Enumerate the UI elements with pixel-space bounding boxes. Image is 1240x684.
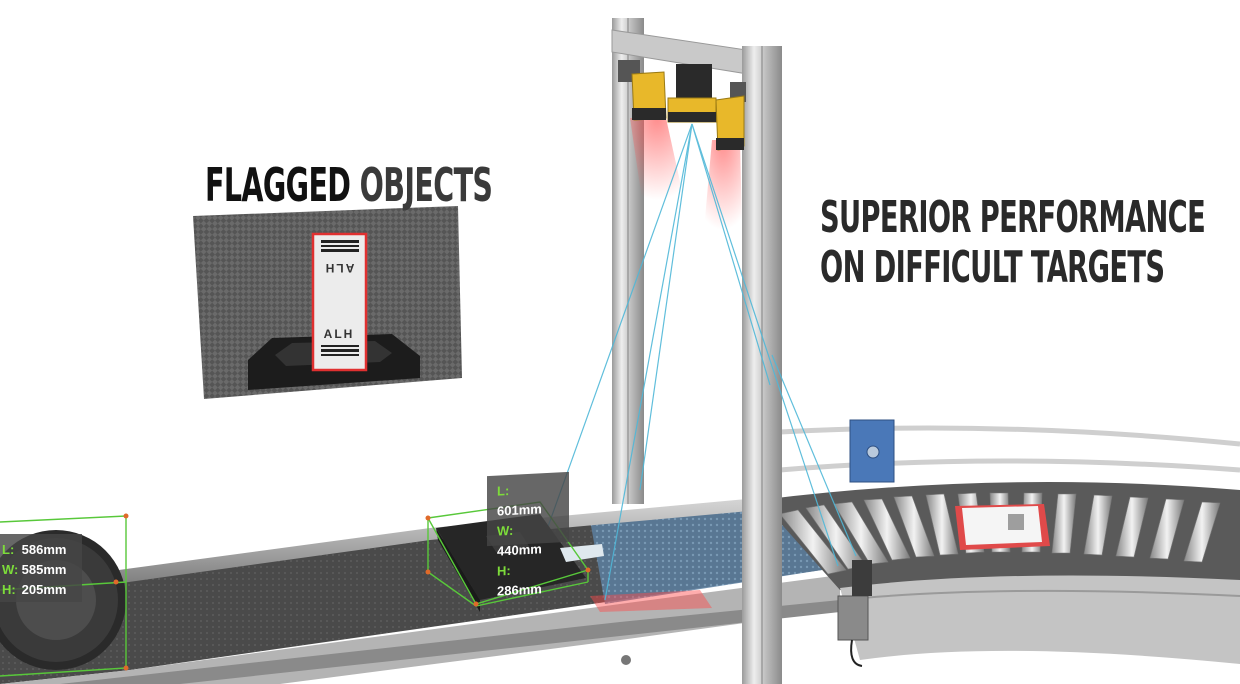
side-scanner — [837, 560, 872, 667]
camera-left — [618, 60, 667, 121]
headline-word-flagged: FLAGGED — [205, 158, 351, 212]
red-glow-right — [704, 140, 742, 230]
flagged-objects-image: ALH ALH — [193, 206, 462, 399]
red-glow-belt — [590, 590, 712, 612]
headline-line-2: ON DIFFICULT TARGETS — [820, 242, 1165, 293]
conveyor-belt — [0, 496, 840, 684]
barcode-icon — [321, 240, 359, 356]
dim-row-height: H: 286mm — [497, 562, 542, 599]
dim-row-length: L: 586mm — [2, 542, 67, 557]
scan-laser-lines — [544, 123, 857, 601]
dim-row-length: L: 601mm — [497, 482, 542, 519]
label-bottom-text: ALH — [324, 327, 355, 341]
camera-center — [667, 64, 717, 123]
flagged-package — [955, 504, 1050, 550]
dim-row-height: H: 205mm — [2, 582, 67, 597]
tire-dimensions-label: L: 586mm W: 585mm H: 205mm — [0, 534, 82, 602]
flagged-objects-headline: FLAGGED OBJECTS — [205, 162, 493, 208]
camera-right — [715, 82, 746, 151]
label-top-text: ALH — [324, 261, 355, 275]
dim-row-width: W: 585mm — [2, 562, 67, 577]
red-glow-left — [630, 118, 684, 200]
dim-row-width: W: 440mm — [497, 522, 542, 559]
headline-line-1: SUPERIOR PERFORMANCE — [820, 192, 1206, 243]
gantry-front-post — [742, 46, 782, 684]
superior-performance-headline: SUPERIOR PERFORMANCE ON DIFFICULT TARGET… — [820, 192, 1206, 296]
case-dimensions-label: L: 601mm W: 440mm H: 286mm — [487, 471, 569, 599]
headline-word-objects: OBJECTS — [359, 158, 493, 212]
blue-sensor-box — [849, 419, 895, 483]
